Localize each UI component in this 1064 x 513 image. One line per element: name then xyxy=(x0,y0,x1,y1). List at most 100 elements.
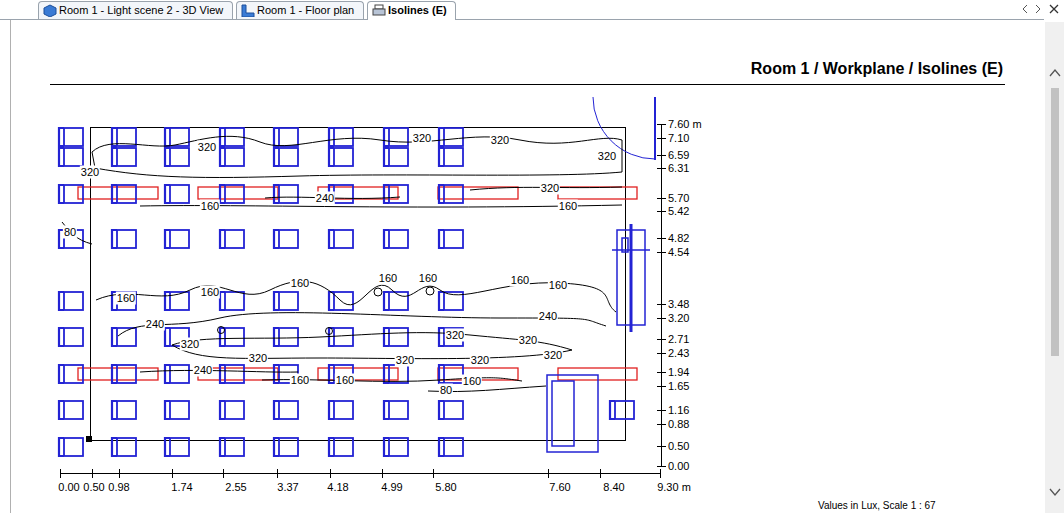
isoline xyxy=(172,333,572,359)
tab-bar-line xyxy=(0,19,1044,20)
isoline-value: 160 xyxy=(558,200,578,213)
isoline-value: 320 xyxy=(470,354,490,367)
desk-row xyxy=(59,185,463,203)
desk-icon xyxy=(59,328,83,346)
desk-icon xyxy=(165,185,189,203)
isoline-value: 320 xyxy=(597,150,617,163)
desk-icon xyxy=(274,230,298,248)
isoline-value: 160 xyxy=(200,200,220,213)
isoline-value: 160 xyxy=(510,274,530,287)
isoline-value: 320 xyxy=(412,132,432,145)
desk-icon xyxy=(59,438,83,456)
luminaire xyxy=(558,187,637,199)
cube-icon xyxy=(44,5,56,17)
scroll-left-icon xyxy=(1023,5,1027,13)
desk-icon xyxy=(329,438,353,456)
desk-icon xyxy=(329,148,353,166)
isoline-loop xyxy=(426,287,434,295)
luminaire xyxy=(78,187,158,199)
plan-icon xyxy=(242,5,254,17)
table-body xyxy=(547,375,598,452)
desk-icon xyxy=(439,438,463,456)
isoline-value: 320 xyxy=(395,354,415,367)
desk-icon xyxy=(384,128,408,146)
cabinet-line xyxy=(630,224,633,332)
view-tab: Room 1 - Floor plan xyxy=(236,1,364,19)
desk-row xyxy=(59,438,463,456)
door-leaf xyxy=(654,97,656,160)
isoline-value: 80 xyxy=(63,226,77,239)
axis-ticks xyxy=(657,125,666,467)
axis-value: 5.80 xyxy=(435,481,456,494)
desk-icon xyxy=(59,365,83,383)
desk-row xyxy=(59,230,463,248)
scroll-right-icon xyxy=(1036,5,1040,13)
desk-icon xyxy=(165,128,189,146)
desk-icon xyxy=(220,292,244,310)
luminaire xyxy=(78,368,158,380)
desk-icon xyxy=(165,148,189,166)
desk-icon xyxy=(220,438,244,456)
axis-value: 2.55 xyxy=(225,481,246,494)
isoline-loop xyxy=(218,327,225,334)
desk-icon xyxy=(165,401,189,419)
axis-line xyxy=(661,124,662,466)
tab-icon xyxy=(43,4,57,17)
printer-body xyxy=(373,9,385,15)
isoline-value: 160 xyxy=(378,272,398,285)
desk-icon xyxy=(112,230,136,248)
isoline-value: 320 xyxy=(543,349,563,362)
isoline-value: 240 xyxy=(193,364,213,377)
axis-ticks xyxy=(61,469,661,478)
desk-icon xyxy=(384,328,408,346)
isoline-value: 160 xyxy=(418,272,438,285)
desk-icon xyxy=(384,230,408,248)
desk-icon xyxy=(274,185,298,203)
isoline-value: 80 xyxy=(439,384,453,397)
axis-value: 1.16 xyxy=(668,404,689,417)
cabinet-line xyxy=(612,249,650,251)
desk-icon xyxy=(439,128,463,146)
isoline-value: 160 xyxy=(462,375,482,388)
desk-icon xyxy=(610,401,634,419)
isoline-value: 160 xyxy=(290,277,310,290)
desk-icon xyxy=(384,401,408,419)
axis-value: 3.20 xyxy=(668,312,689,325)
isoline-value: 320 xyxy=(80,166,100,179)
axis-value: 2.71 xyxy=(668,333,689,346)
tab-icon xyxy=(241,4,255,17)
axis-value: 0.00 xyxy=(58,481,79,494)
marker-square xyxy=(86,436,92,442)
desk-icon xyxy=(274,328,298,346)
desk-icon xyxy=(165,230,189,248)
isoline-value: 320 xyxy=(180,338,200,351)
axis-value: 6.59 xyxy=(668,149,689,162)
cabinet xyxy=(612,224,650,332)
scale-note: Values in Lux, Scale 1 : 67 xyxy=(818,499,936,512)
desk-icon xyxy=(220,148,244,166)
axis-value: 1.65 xyxy=(668,380,689,393)
axis-value: 2.43 xyxy=(668,347,689,360)
desk-icon xyxy=(274,438,298,456)
desk-icon xyxy=(59,148,83,166)
isoline-value: 160 xyxy=(548,279,568,292)
axis-value: 7.60 m xyxy=(668,118,702,131)
isoline-value: 160 xyxy=(335,374,355,387)
tab-label: Room 1 - Light scene 2 - 3D View xyxy=(59,4,223,16)
desk-icon xyxy=(329,128,353,146)
desk-icon xyxy=(439,230,463,248)
axis-line xyxy=(60,473,661,474)
axis-value: 9.30 m xyxy=(657,481,691,494)
desk-row xyxy=(59,292,463,310)
bottom-axis xyxy=(60,469,661,478)
desk-icon xyxy=(384,185,408,203)
desk-icon xyxy=(439,401,463,419)
desk-icon xyxy=(274,148,298,166)
isoline-value: 160 xyxy=(116,292,136,305)
axis-value: 1.74 xyxy=(171,481,192,494)
desk-icon xyxy=(439,185,463,203)
axis-value: 3.48 xyxy=(668,298,689,311)
desk-icon xyxy=(329,401,353,419)
axis-value: 5.42 xyxy=(668,205,689,218)
